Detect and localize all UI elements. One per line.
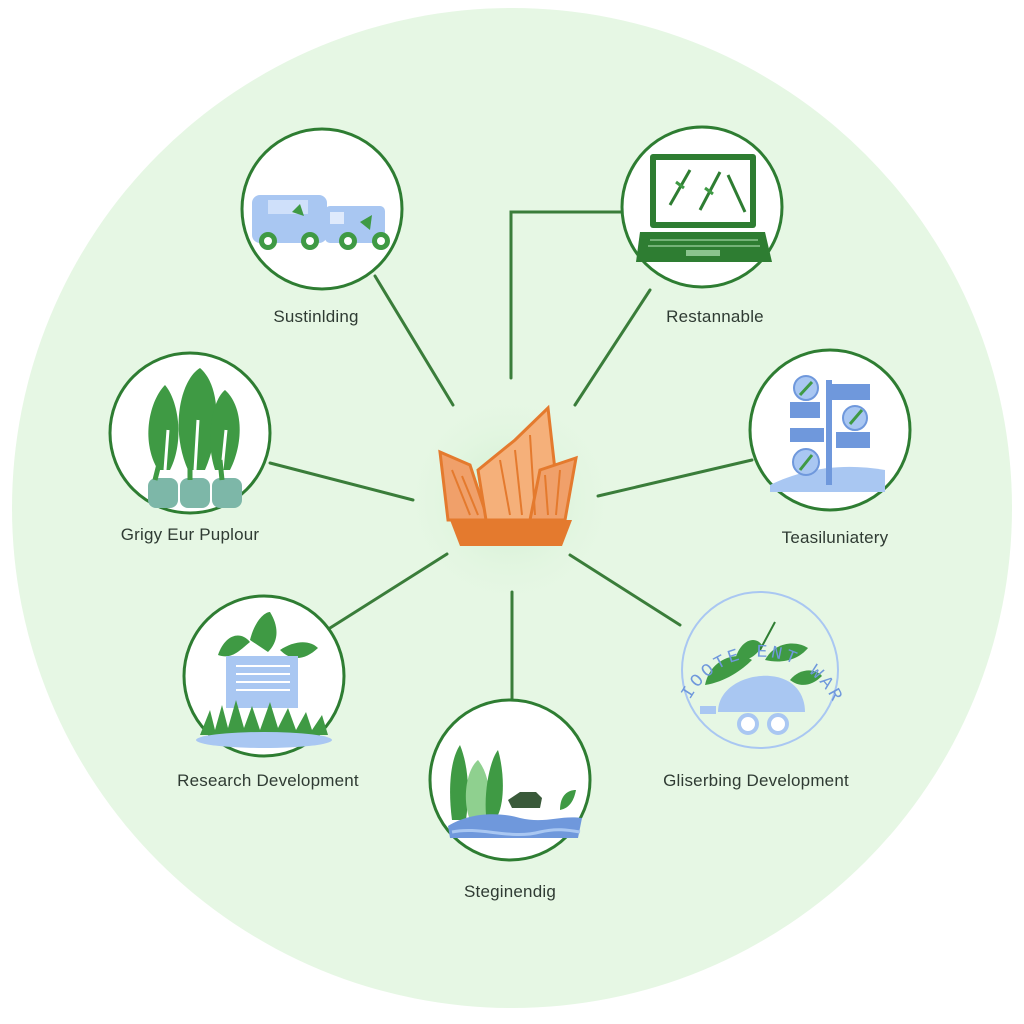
label-right: Teasiluniatery xyxy=(781,528,889,547)
node-top-left[interactable] xyxy=(240,127,404,291)
orange-crown-sprout-icon xyxy=(438,404,578,546)
label-left: Grigy Eur Puplour xyxy=(120,525,260,544)
laptop-plant-icon xyxy=(636,154,772,262)
label-top-left: Sustinlding xyxy=(273,307,359,326)
signpost-icon xyxy=(770,375,885,492)
farm-vehicles-icon xyxy=(252,195,390,250)
document-leaves-icon xyxy=(196,612,332,748)
landscape-animal-icon xyxy=(448,745,582,838)
connector-right xyxy=(596,458,754,498)
connector-bottom-left xyxy=(328,552,449,630)
connector-top-right xyxy=(573,288,652,407)
node-bottom[interactable] xyxy=(428,698,592,862)
connector-top-right-elbow xyxy=(509,210,624,380)
node-right[interactable] xyxy=(748,348,912,512)
connector-left xyxy=(268,461,415,502)
vehicle-leaves-badge-icon xyxy=(700,621,822,735)
node-left[interactable] xyxy=(108,351,272,515)
trees-icon xyxy=(148,368,242,508)
node-top-right[interactable] xyxy=(620,125,784,289)
label-top-right: Restannable xyxy=(666,307,764,326)
label-bottom-right: Gliserbing Development xyxy=(663,771,849,790)
connectors xyxy=(268,210,754,702)
label-bottom: Steginendig xyxy=(464,882,556,901)
connector-bottom-right xyxy=(568,553,682,627)
connector-top-left xyxy=(373,274,455,407)
node-bottom-left[interactable] xyxy=(182,594,346,758)
label-bottom-left: Research Development xyxy=(177,771,359,790)
